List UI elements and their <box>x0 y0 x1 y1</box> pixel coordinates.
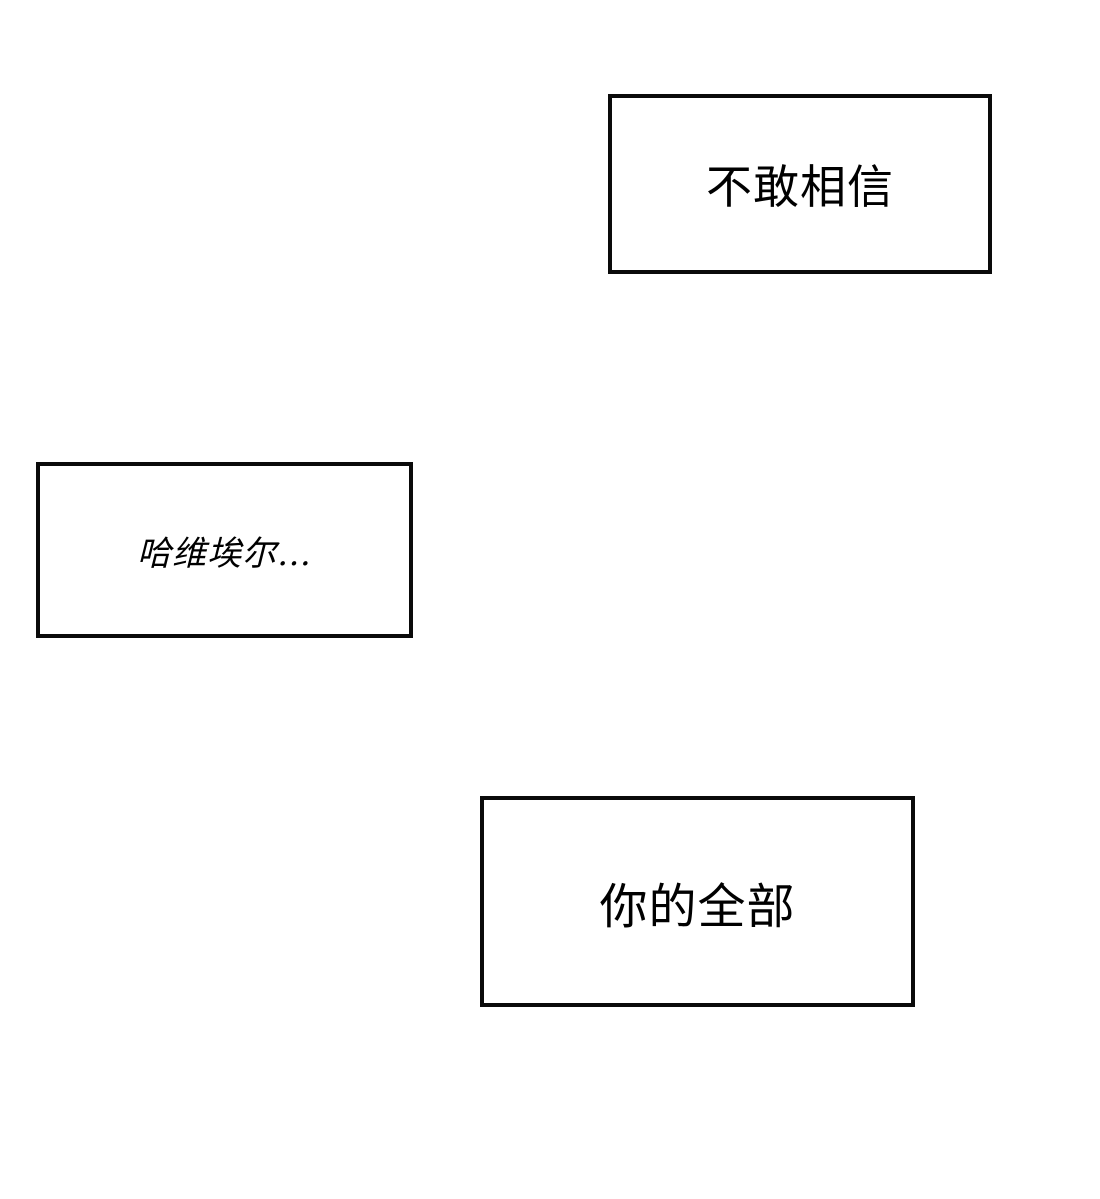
caption-box-bottom-center: 你的全部 <box>480 796 915 1007</box>
caption-text: 你的全部 <box>599 878 796 935</box>
caption-box-top-right: 不敢相信 <box>608 94 992 274</box>
caption-text: 哈维埃尔… <box>137 533 312 574</box>
caption-box-middle-left: 哈维埃尔… <box>36 462 413 638</box>
caption-text: 不敢相信 <box>706 160 894 214</box>
